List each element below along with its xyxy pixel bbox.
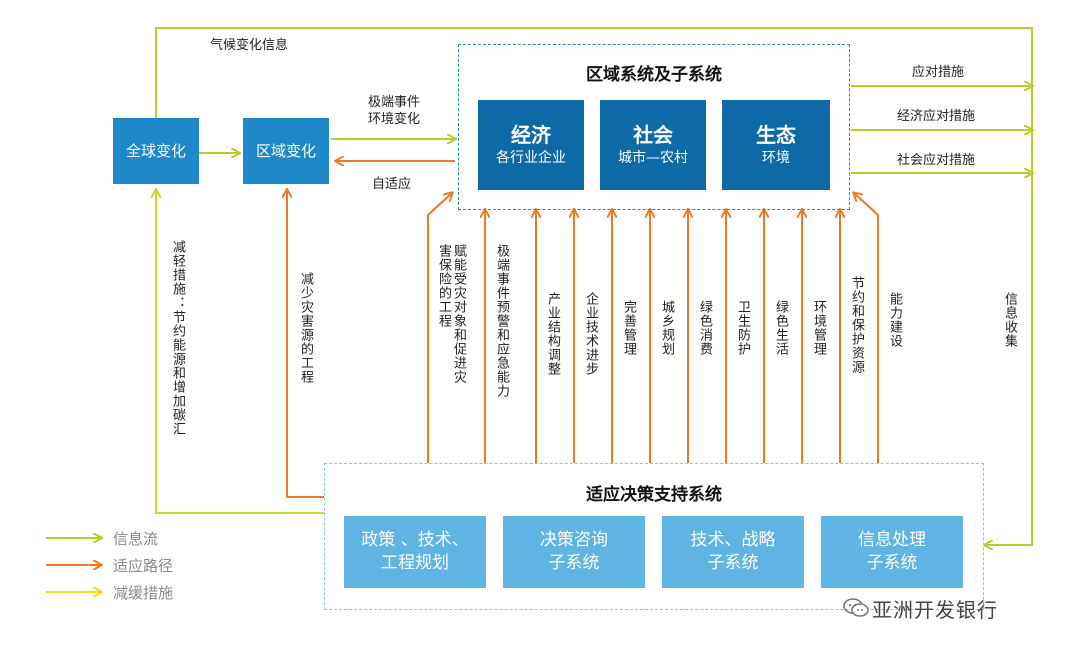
extreme-label-line-1: 极端事件: [367, 95, 420, 110]
ecology-subsystem: 生态 环境: [722, 100, 830, 190]
regional-change-label: 区域变化: [255, 142, 316, 160]
strategy-line-2: 子系统: [707, 553, 759, 573]
strategy-line-1: 技术、战略: [690, 530, 776, 550]
society-subsystem: 社会 城市—农村: [600, 100, 706, 190]
extreme-label-line-2: 环境变化: [367, 112, 420, 127]
info-collection-label: 信息收集: [1002, 292, 1017, 348]
support-system-title: 适应决策支持系统: [586, 485, 722, 505]
reduce-disaster-label: 减少灾害源的工程: [298, 272, 313, 384]
adaptation-measure-capacity: 能力建设: [887, 292, 902, 348]
ecology-name: 生态: [756, 123, 796, 147]
legend-adaptation-path: 适应路径: [113, 557, 174, 575]
info-processing-line-1: 信息处理: [858, 530, 926, 550]
wechat-icon: [843, 598, 869, 617]
economy-subsystem: 经济 各行业企业: [478, 100, 584, 190]
adaptation-measure-insurance: 赋能受灾对象和促进灾 害保险的工程: [436, 244, 466, 384]
measure-0-line-2: 害保险的工程: [436, 244, 451, 328]
legend-info-flow: 信息流: [113, 530, 159, 548]
adaptation-measure-resources: 节约和保护资源: [849, 276, 864, 374]
info-flow-top-loop: [155, 27, 1032, 545]
decision-line-1: 决策咨询: [540, 530, 608, 550]
regional-change-box: 区域变化: [243, 118, 329, 184]
adaptation-paths: [287, 161, 879, 498]
adaptation-measure-planning: 城乡规划: [659, 300, 674, 356]
decision-subsystem: 决策咨询 子系统: [503, 516, 645, 588]
adaptation-measure-green-consumption: 绿色消费: [697, 300, 712, 356]
ecology-sub: 环境: [762, 150, 790, 166]
adaptation-measure-green-life: 绿色生活: [773, 300, 788, 356]
mitigation-path: [156, 190, 324, 514]
self-adaptation-label: 自适应: [372, 177, 412, 192]
economy-sub: 各行业企业: [496, 150, 566, 166]
decision-line-2: 子系统: [548, 553, 600, 573]
region-system-title: 区域系统及子系统: [586, 65, 722, 85]
global-change-box: 全球变化: [113, 118, 199, 184]
society-name: 社会: [633, 123, 673, 147]
policy-line-2: 工程规划: [381, 553, 449, 573]
adaptation-measure-industry: 产业结构调整: [545, 292, 560, 376]
adaptation-measure-tech-progress: 企业技术进步: [583, 292, 598, 376]
region-system-container: [458, 44, 850, 210]
society-sub: 城市—农村: [618, 150, 688, 166]
adaptation-measure-early-warning: 极端事件预警和应急能力: [494, 244, 509, 398]
adaptation-measure-management: 完善管理: [621, 300, 636, 356]
policy-subsystem: 政策 、技术、 工程规划: [344, 516, 486, 588]
info-processing-line-2: 子系统: [866, 553, 918, 573]
mitigation-measures-label: 减轻措施：节约能源和增加碳汇: [170, 240, 185, 436]
legend-mitigation: 减缓措施: [113, 584, 174, 602]
adaptation-measure-environment: 环境管理: [811, 300, 826, 356]
measure-0-line-1: 赋能受灾对象和促进灾: [451, 244, 466, 384]
response-measures-label: 应对措施: [912, 65, 965, 80]
brand-watermark: 亚洲开发银行: [872, 598, 998, 622]
adaptation-measure-health: 卫生防护: [735, 300, 750, 356]
economic-response-label: 经济应对措施: [897, 109, 976, 124]
climate-info-label: 气候变化信息: [210, 38, 289, 53]
info-processing-subsystem: 信息处理 子系统: [821, 516, 963, 588]
extreme-events-label: 极端事件 环境变化: [358, 94, 430, 128]
social-response-label: 社会应对措施: [897, 153, 976, 168]
economy-name: 经济: [511, 123, 551, 147]
policy-line-1: 政策 、技术、: [361, 530, 469, 550]
global-change-label: 全球变化: [125, 142, 186, 160]
strategy-subsystem: 技术、战略 子系统: [662, 516, 804, 588]
legend-lines: [46, 538, 101, 592]
